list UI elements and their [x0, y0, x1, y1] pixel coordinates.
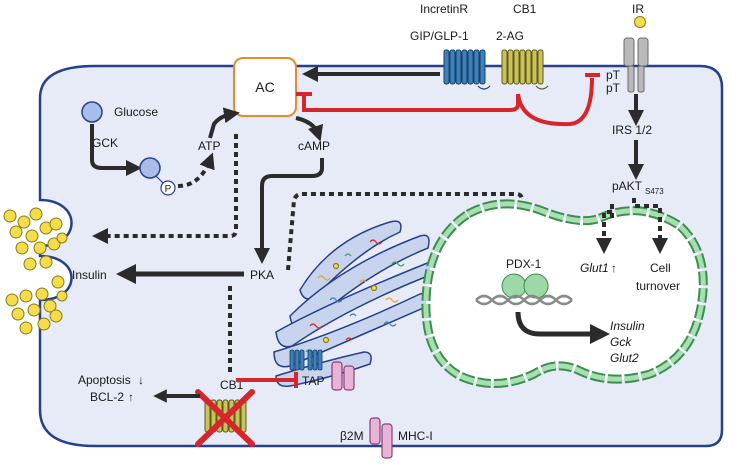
insulin-receptor	[623, 37, 649, 93]
gip-glp-label: GIP/GLP-1	[410, 29, 469, 43]
nucleus	[421, 199, 708, 389]
bcl2-label: BCL-2	[90, 390, 124, 404]
cb1-inhibit-ac	[302, 94, 520, 112]
glucose-icon	[81, 101, 103, 123]
phosphate-label: P	[165, 184, 172, 195]
b2m-label: β2M	[340, 429, 364, 443]
ir-label: IR	[632, 2, 644, 16]
pakt-label: pAKT	[612, 179, 643, 193]
apoptosis-down-arrow: ↓	[138, 373, 144, 387]
tap-label: TAP	[302, 374, 324, 388]
phosphate-icon	[160, 180, 176, 196]
incretin-receptor-label: IncretinR	[420, 2, 468, 16]
pt-label-2: pT	[606, 81, 621, 95]
insulin-gene-label: Insulin	[610, 319, 645, 333]
pdx1-subunit-b	[523, 273, 549, 299]
pdx1-to-genes-arrow	[515, 311, 610, 344]
gck-label: GCK	[92, 136, 118, 150]
incretin-receptor	[443, 49, 486, 85]
pakt-subscript: S473	[645, 187, 664, 196]
pdx1-label: PDX-1	[506, 257, 542, 271]
camp-to-pka-arrow	[254, 158, 324, 264]
bcl2-up-arrow: ↑	[128, 390, 134, 404]
ac-label: AC	[255, 79, 274, 95]
apoptosis-label: Apoptosis	[78, 373, 131, 387]
insulin-granules	[3, 207, 63, 335]
glut2-gene-label: Glut2	[610, 351, 639, 365]
knockout-cross-icon	[195, 389, 255, 447]
pt-label-1: pT	[606, 68, 621, 82]
insulin-secretion-label: Insulin	[72, 268, 107, 282]
cb1-top-label: CB1	[513, 2, 537, 16]
glucose-label: Glucose	[114, 105, 158, 119]
two-ag-label: 2-AG	[496, 29, 524, 43]
atp-to-ac-arrow	[208, 107, 240, 139]
ac-to-camp-arrow	[295, 116, 324, 142]
atp-label: ATP	[198, 139, 220, 153]
pdx1-subunit-a	[501, 273, 527, 299]
glut1-label: Glut1	[580, 261, 609, 275]
turnover-label: turnover	[636, 279, 680, 293]
dna-helix	[475, 294, 573, 306]
gck-gene-label: Gck	[610, 335, 632, 349]
er-cargo	[305, 239, 405, 355]
ac-box	[233, 57, 297, 117]
pka-to-pdx1-arrow	[286, 192, 530, 271]
cb1-inhibit-ir	[516, 77, 594, 127]
mhc-in-er	[331, 361, 355, 391]
mhc-i-surface	[369, 417, 393, 459]
insulin-ligand	[634, 16, 646, 28]
glucose-to-g6p-arrow	[90, 124, 142, 176]
tap-transporter	[289, 349, 323, 371]
atp-dashed-arrow	[92, 134, 238, 244]
cb1-receptor-top	[501, 49, 544, 85]
mhc-label: MHC-I	[398, 429, 433, 443]
pakt-to-turnover-arrow	[632, 198, 668, 254]
membrane-granules	[49, 217, 68, 302]
glut1-up-arrow: ↑	[611, 261, 617, 275]
pakt-to-glut1-arrow	[604, 204, 612, 246]
glucose-6p-icon	[139, 157, 161, 179]
pka-label: PKA	[250, 268, 274, 282]
irs-label: IRS 1/2	[612, 123, 652, 137]
cell-label: Cell	[650, 261, 671, 275]
g6p-to-atp-arrow	[177, 152, 215, 188]
camp-label: cAMP	[298, 139, 330, 153]
